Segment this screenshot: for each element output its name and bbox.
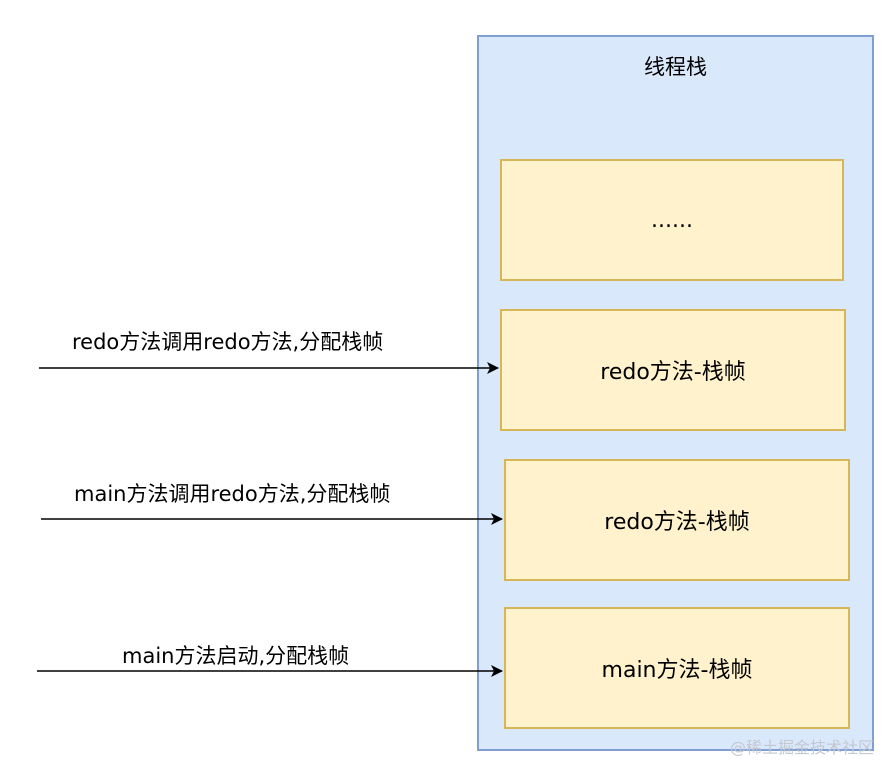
stack-frame-label: redo方法-栈帧 bbox=[604, 510, 750, 535]
call-label-main-calls-redo: main方法调用redo方法,分配栈帧 bbox=[74, 482, 391, 506]
thread-stack: 线程栈 ...... redo方法-栈帧 redo方法-栈帧 main方法-栈帧 bbox=[477, 35, 874, 751]
stack-frame-ellipsis: ...... bbox=[500, 159, 844, 281]
watermark: @稀土掘金技术社区 bbox=[729, 738, 874, 757]
stack-frame-label: redo方法-栈帧 bbox=[600, 360, 746, 385]
stack-frame-redo-outer: redo方法-栈帧 bbox=[504, 459, 850, 581]
stack-frame-label: main方法-栈帧 bbox=[601, 658, 753, 683]
thread-stack-title: 线程栈 bbox=[644, 55, 707, 79]
stack-frame-label: ...... bbox=[651, 207, 693, 233]
call-label-main-start: main方法启动,分配栈帧 bbox=[122, 644, 350, 668]
stack-frame-main: main方法-栈帧 bbox=[504, 607, 850, 729]
call-label-redo-calls-redo: redo方法调用redo方法,分配栈帧 bbox=[72, 330, 384, 354]
stack-frame-redo-inner: redo方法-栈帧 bbox=[500, 309, 846, 431]
